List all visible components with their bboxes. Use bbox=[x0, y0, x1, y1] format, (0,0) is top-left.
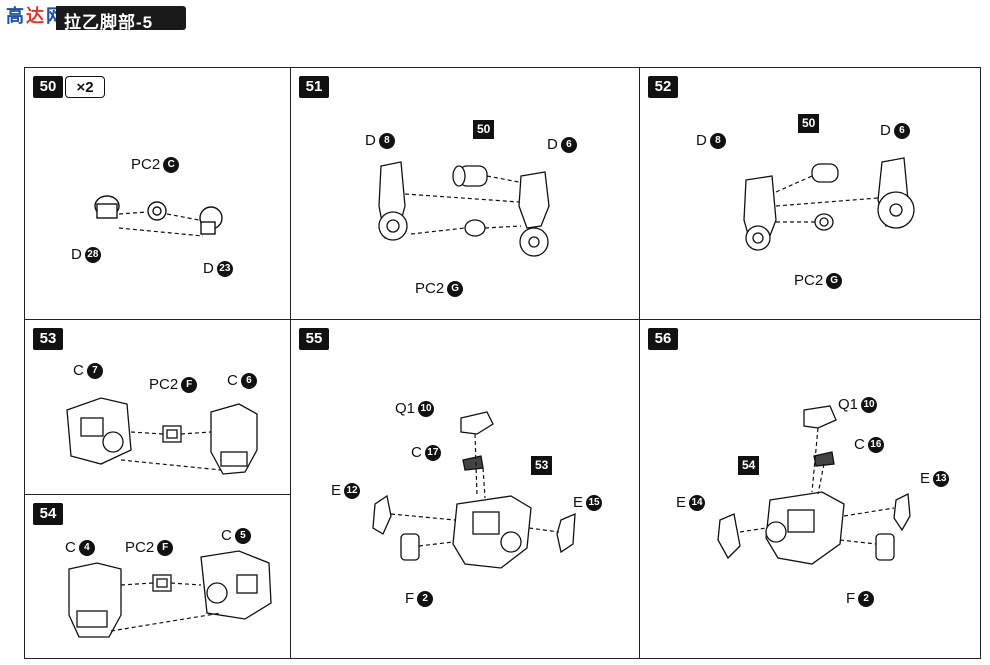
step-number: 53 bbox=[33, 328, 63, 350]
quantity-multiplier: ×2 bbox=[65, 76, 105, 98]
leg-frame-illustration bbox=[378, 161, 550, 257]
subassembly-ref-tag: 53 bbox=[531, 456, 553, 475]
title-bar bbox=[56, 6, 186, 30]
svg-text:高: 高 bbox=[6, 5, 24, 26]
subassembly-ref-tag: 50 bbox=[798, 114, 820, 133]
step-number: 54 bbox=[33, 503, 63, 525]
hip-assembly-illustration bbox=[372, 411, 576, 569]
step-number: 50 bbox=[33, 76, 63, 98]
step-number: 55 bbox=[299, 328, 329, 350]
subassembly-ref-tag: 54 bbox=[738, 456, 760, 475]
hip-block-illustration bbox=[66, 397, 258, 475]
hip-assembly-illustration bbox=[717, 405, 911, 565]
joint-parts-illustration bbox=[94, 195, 223, 237]
step-number: 51 bbox=[299, 76, 329, 98]
page-title: 拉乙脚部-5 bbox=[64, 13, 154, 32]
svg-text:达: 达 bbox=[26, 5, 44, 26]
leg-frame-illustration bbox=[743, 157, 915, 251]
subassembly-ref-tag: 50 bbox=[473, 120, 495, 139]
page-header: 高 达 网 拉乙脚部-5 bbox=[0, 0, 186, 34]
hip-block-illustration bbox=[68, 550, 272, 638]
step-number: 56 bbox=[648, 328, 678, 350]
step-number: 52 bbox=[648, 76, 678, 98]
